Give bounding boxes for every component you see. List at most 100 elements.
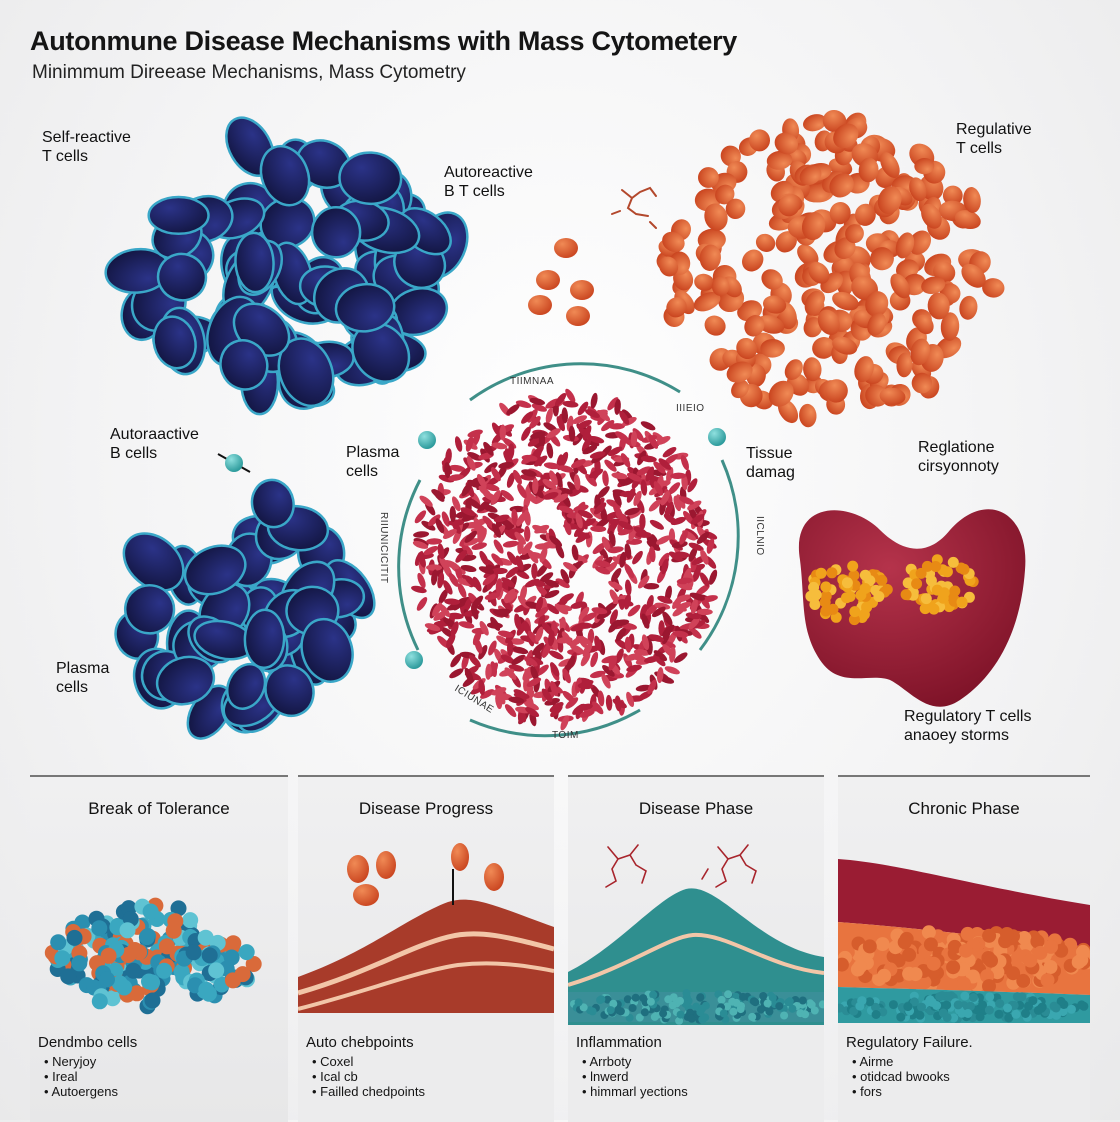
plasma-cell bbox=[565, 697, 579, 709]
plasma-cell bbox=[608, 580, 623, 591]
plasma-cell bbox=[577, 401, 589, 416]
plasma-cell bbox=[542, 492, 559, 500]
orange-cell bbox=[958, 943, 973, 958]
caption-head: Inflammation bbox=[576, 1034, 662, 1051]
navy-cell bbox=[123, 584, 176, 635]
plasma-cell bbox=[588, 468, 604, 479]
panel-illustration bbox=[838, 859, 1090, 1122]
navy-cell bbox=[219, 339, 269, 391]
plasma-cell bbox=[426, 564, 442, 571]
plasma-cell bbox=[619, 410, 630, 425]
ring-label-bottom: TOIM bbox=[552, 730, 579, 741]
teal-cell bbox=[664, 995, 673, 1004]
teal-cell bbox=[696, 993, 705, 1002]
granule bbox=[847, 560, 859, 572]
orange-cell bbox=[921, 276, 946, 295]
ring-label-top: TIIMNAA bbox=[510, 376, 555, 387]
orange-cell bbox=[803, 114, 827, 132]
granule bbox=[809, 599, 821, 610]
panel-title: Chronic Phase bbox=[908, 799, 1020, 818]
plasma-cell bbox=[615, 511, 629, 523]
plasma-cell bbox=[497, 630, 514, 638]
plasma-cell bbox=[466, 456, 476, 471]
navy-cell bbox=[122, 532, 185, 592]
orange-cell bbox=[963, 187, 981, 213]
plasma-cell bbox=[463, 596, 473, 612]
orange-cell bbox=[693, 292, 721, 312]
navy-cell bbox=[338, 151, 403, 206]
orange-cell bbox=[915, 314, 934, 335]
orange-cell bbox=[761, 269, 783, 290]
plasma-cell bbox=[592, 542, 606, 555]
plasma-cell bbox=[580, 651, 591, 667]
plasma-cell bbox=[660, 490, 670, 506]
orange-cell bbox=[829, 173, 854, 198]
plasma-cell bbox=[470, 522, 486, 531]
teal-cell bbox=[603, 995, 612, 1004]
plasma-cell bbox=[523, 675, 530, 692]
plasma-cell bbox=[491, 687, 507, 696]
plasma-cell bbox=[470, 604, 479, 620]
plasma-cell bbox=[600, 507, 608, 524]
b-cell-marker-icon bbox=[217, 453, 251, 473]
plasma-cell bbox=[523, 656, 538, 667]
plasma-cell bbox=[491, 523, 502, 538]
plasma-cell bbox=[578, 606, 590, 621]
orange-cell bbox=[803, 357, 822, 382]
teal-cell bbox=[1012, 992, 1022, 1002]
plasma-cell bbox=[706, 538, 715, 554]
plasma-cell bbox=[550, 662, 560, 677]
plasma-cell bbox=[647, 679, 657, 695]
plasma-cell bbox=[484, 592, 501, 600]
teal-cell bbox=[1077, 1000, 1087, 1010]
plasma-cell bbox=[627, 604, 641, 617]
orange-cell bbox=[956, 976, 971, 991]
navy-cell bbox=[234, 231, 275, 294]
panel-break-of-tolerance: Break of Tolerance Dendmbo cells Neryjoy… bbox=[30, 775, 288, 1122]
granule bbox=[820, 581, 832, 593]
orange-cell bbox=[1044, 939, 1058, 954]
plasma-cell bbox=[687, 500, 702, 511]
plasma-cell bbox=[508, 696, 525, 704]
plasma-cell bbox=[679, 529, 688, 545]
navy-cell bbox=[147, 195, 210, 236]
plasma-cell bbox=[535, 596, 544, 613]
orange-cell bbox=[755, 233, 776, 252]
orange-cell bbox=[347, 855, 369, 883]
teal-cell bbox=[54, 950, 71, 967]
plasma-cell bbox=[590, 525, 607, 533]
plasma-cell bbox=[467, 429, 483, 438]
plasma-cell bbox=[521, 411, 534, 424]
teal-cell bbox=[732, 998, 741, 1007]
plasma-cell bbox=[519, 585, 528, 601]
orange-cell bbox=[897, 935, 912, 950]
plasma-cell bbox=[566, 655, 576, 671]
plasma-cell bbox=[688, 546, 698, 562]
orange-cell bbox=[711, 276, 730, 296]
orange-cell bbox=[1043, 960, 1058, 974]
plasma-cell bbox=[536, 584, 548, 597]
plasma-cell bbox=[692, 566, 701, 582]
plasma-cell bbox=[483, 483, 500, 492]
plasma-cell bbox=[548, 650, 564, 660]
plasma-cell bbox=[625, 579, 632, 596]
plasma-cell bbox=[662, 446, 677, 458]
teal-cell bbox=[687, 1014, 696, 1023]
plasma-cell bbox=[464, 667, 474, 683]
plasma-cell bbox=[632, 550, 643, 565]
teal-cell bbox=[1011, 1009, 1021, 1019]
plasma-cell bbox=[574, 501, 586, 516]
plasma-cell bbox=[620, 453, 631, 468]
plasma-cell bbox=[685, 612, 702, 620]
plasma-cell bbox=[478, 679, 486, 696]
teal-cell bbox=[775, 1002, 784, 1011]
orange-cell bbox=[829, 202, 851, 225]
teal-cell bbox=[579, 1003, 588, 1012]
plasma-cell bbox=[511, 654, 526, 665]
plasma-cell bbox=[478, 645, 488, 660]
granule bbox=[873, 591, 885, 602]
caption-head: Regulatory Failure. bbox=[846, 1034, 973, 1051]
panel-caption: Auto chebpoints Coxel Ical cb Failled ch… bbox=[306, 1035, 425, 1100]
plasma-cell bbox=[479, 550, 489, 566]
plasma-cell bbox=[491, 490, 501, 505]
